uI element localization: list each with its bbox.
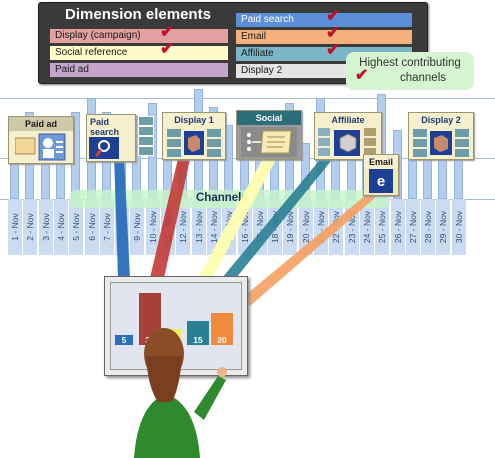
card-paid-ad: Paid ad [8, 116, 74, 164]
date-cell: 12 - Nov [176, 199, 191, 255]
date-cell: 20 - Nov [298, 199, 313, 255]
date-cell: 25 - Nov [375, 199, 390, 255]
check-icon: ✔ [326, 40, 341, 59]
person-hair-back [146, 356, 182, 402]
callout-check-icon: ✔ [355, 67, 369, 84]
date-cell: 3 - Nov [38, 199, 53, 255]
callout-line-2: channels [399, 72, 447, 84]
dimension-elements-title: Dimension elements [65, 6, 211, 23]
callout-line-1: Highest contributing [359, 57, 461, 69]
dimension-element-item: Display (campaign) [50, 29, 228, 43]
dimension-element-label: Paid ad [55, 64, 89, 75]
card-title-social: Social [237, 111, 301, 125]
card-title-display-1: Display 1 [163, 113, 225, 127]
beam-display-1 [150, 150, 192, 278]
date-cell: 2 - Nov [23, 199, 38, 255]
dimension-element-label: Paid search [241, 14, 294, 25]
card-paid-search: Paid search [86, 114, 136, 162]
date-cell: 4 - Nov [53, 199, 68, 255]
beam-email [242, 190, 384, 306]
check-icon: ✔ [160, 39, 175, 58]
dimension-element-label: Display 2 [241, 65, 283, 76]
social-scroll-icon [241, 127, 297, 157]
date-cell: 26 - Nov [390, 199, 405, 255]
dimension-element-label: Social reference [55, 47, 128, 58]
person-hand [217, 367, 227, 377]
date-cell: 28 - Nov [421, 199, 436, 255]
strip-line [0, 98, 495, 99]
magnifier-icon [89, 137, 119, 159]
date-cell: 6 - Nov [84, 199, 99, 255]
card-paid-search-thumbs [136, 114, 158, 160]
date-cell: 14 - Nov [206, 199, 221, 255]
card-title-paid-search: Paid search [87, 117, 126, 137]
highest-contributing-callout: Highest contributing channels [346, 52, 474, 90]
screen-chart-bar [115, 335, 133, 345]
card-title-display-2: Display 2 [409, 113, 473, 127]
card-email: Email e [363, 154, 399, 196]
display-card-icon [413, 129, 469, 157]
date-cell: 29 - Nov [436, 199, 451, 255]
card-display-1: Display 1 [162, 112, 226, 160]
channels-band [70, 190, 390, 208]
date-cell: 7 - Nov [99, 199, 114, 255]
affiliate-cube-icon [318, 128, 376, 156]
analyst-person [134, 328, 227, 458]
dimension-element-label: Email [241, 31, 267, 42]
card-title-affiliate: Affiliate [315, 113, 381, 127]
dimension-element-item: Social reference [50, 46, 228, 60]
svg-text:e: e [377, 173, 385, 190]
email-e-icon: e [369, 169, 393, 193]
screen-chart-bar [211, 313, 233, 345]
dimension-element-item: Email [236, 30, 412, 44]
screen-chart-value-label: 5 [121, 335, 127, 345]
dimension-element-item: Paid search [236, 13, 412, 27]
date-cell: 10 - Nov [145, 199, 160, 255]
date-cell: 27 - Nov [405, 199, 420, 255]
card-title-paid-ad: Paid ad [9, 117, 73, 131]
channels-label: Channels [196, 192, 248, 204]
dimension-element-label: Display (campaign) [55, 30, 141, 41]
beam-affiliate [222, 150, 340, 278]
check-icon: ✔ [326, 23, 341, 42]
card-social: Social [236, 110, 302, 160]
screen-chart-value-label: 20 [217, 335, 227, 345]
date-cell: 1 - Nov [8, 199, 22, 255]
card-display-2: Display 2 [408, 112, 474, 160]
beam-paid-search [114, 156, 130, 278]
beam-social [198, 160, 276, 278]
date-cell: 5 - Nov [69, 199, 84, 255]
date-cell: 24 - Nov [359, 199, 374, 255]
card-title-email: Email [364, 155, 398, 169]
check-icon: ✔ [326, 6, 341, 25]
date-cell: 13 - Nov [191, 199, 206, 255]
dimension-element-item: Paid ad [50, 63, 228, 77]
display-card-icon [167, 129, 221, 157]
date-cell: 9 - Nov [130, 199, 145, 255]
card-affiliate: Affiliate [314, 112, 382, 160]
screen-chart-bar [187, 321, 209, 345]
check-icon: ✔ [160, 22, 175, 41]
screen-chart-value-label: 15 [193, 335, 203, 345]
person-raised-arm [194, 376, 226, 420]
dimension-element-label: Affiliate [241, 48, 274, 59]
date-cell: 30 - Nov [451, 199, 466, 255]
person-torso [134, 394, 200, 458]
paid-ad-card-icon [15, 133, 66, 161]
